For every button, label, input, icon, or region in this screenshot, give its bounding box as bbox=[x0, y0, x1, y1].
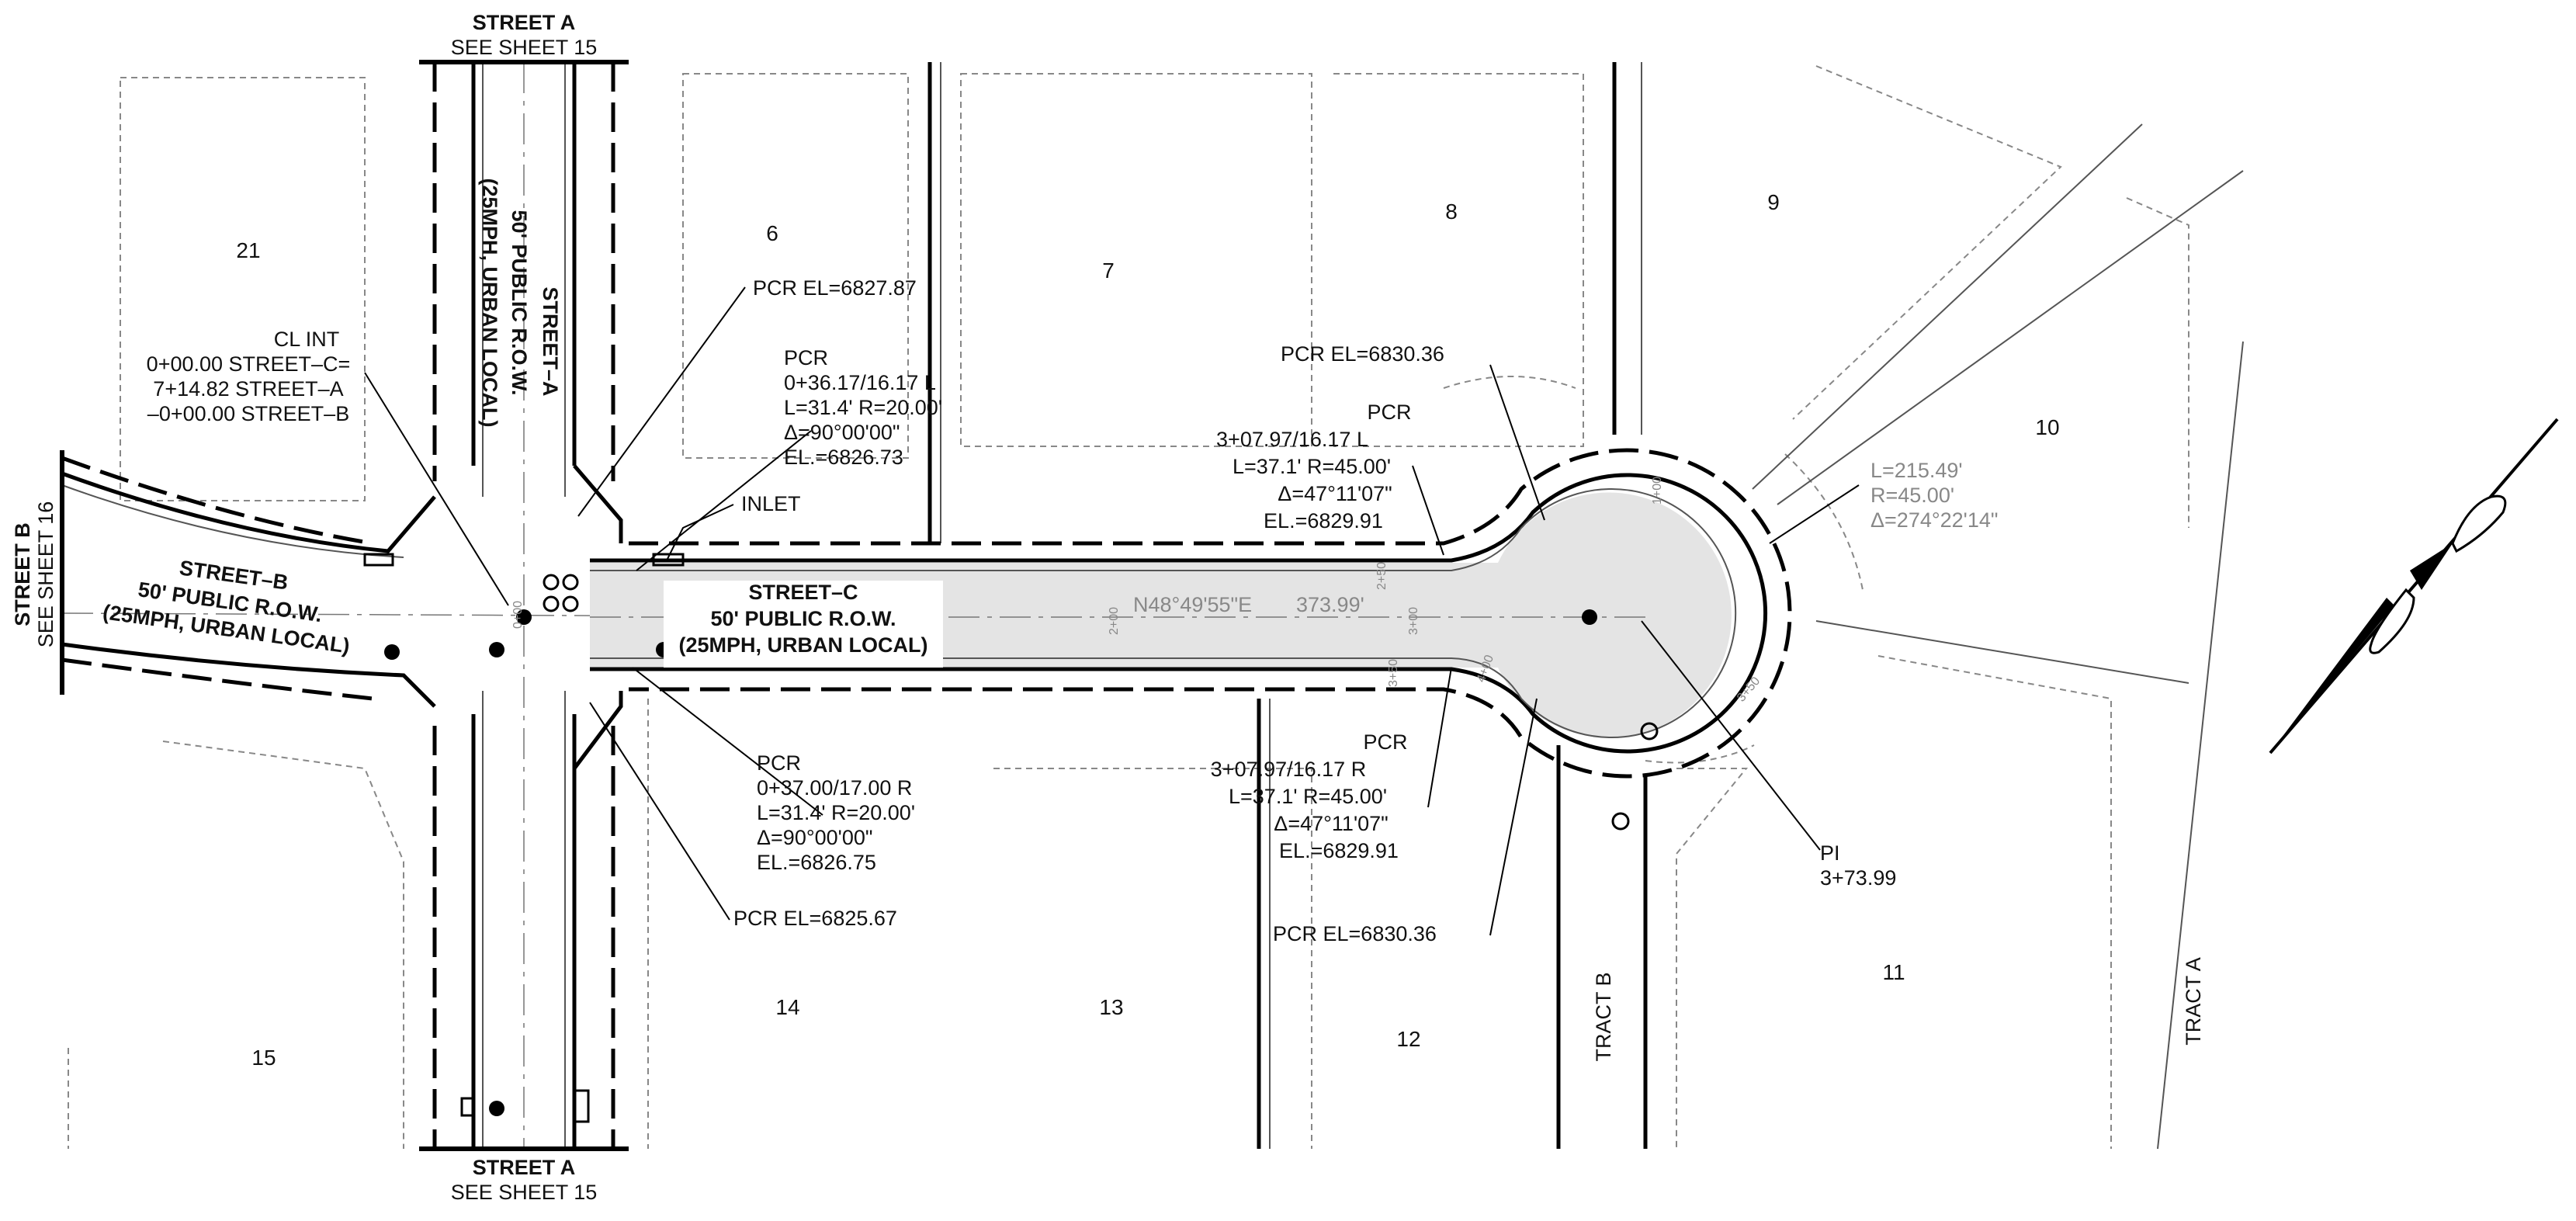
street-a-label-line3: (25MPH, URBAN LOCAL) bbox=[478, 179, 501, 428]
note-line: EL.=6829.91 bbox=[1264, 509, 1383, 532]
street-b-roadway bbox=[60, 450, 917, 708]
note-line: 0+36.17/16.17 L bbox=[784, 371, 936, 394]
station-label: 3+00 bbox=[1407, 607, 1420, 635]
note-line: 0+37.00/17.00 R bbox=[757, 776, 912, 800]
inlet-label: INLET bbox=[741, 492, 801, 515]
note-line: 3+07.97/16.17 L bbox=[1216, 428, 1368, 451]
cl-int-line1: CL INT bbox=[274, 328, 340, 351]
note-line: EL.=6829.91 bbox=[1279, 839, 1399, 862]
lot-number: 13 bbox=[1099, 995, 1123, 1019]
pcr-cul-left-note: PCR 3+07.97/16.17 L L=37.1' R=45.00' Δ=4… bbox=[1216, 401, 1411, 532]
note-line: Δ=90°00'00" bbox=[784, 421, 900, 444]
pcr-bottom-right-label: PCR EL=6830.36 bbox=[1273, 922, 1437, 945]
station-label: 1+00 bbox=[1651, 477, 1664, 505]
station-label: 0+00 bbox=[511, 601, 525, 629]
station-label: 2+00 bbox=[1108, 607, 1121, 635]
curve-data-note: L=215.49' R=45.00' Δ=274°22'14" bbox=[1870, 459, 1998, 532]
note-line: 3+07.97/16.17 R bbox=[1211, 758, 1366, 781]
station-label: 3+50 bbox=[1387, 659, 1400, 687]
inlet-icon bbox=[573, 1089, 590, 1123]
street-a-label-line2: 50' PUBLIC R.O.W. bbox=[508, 210, 531, 396]
street-b-label: STREET–B 50' PUBLIC R.O.W. (25MPH, URBAN… bbox=[101, 556, 351, 657]
pcr-top-right-label: PCR EL=6830.36 bbox=[1281, 342, 1444, 366]
inlets-and-markers bbox=[363, 553, 1659, 1123]
note-line: PI bbox=[1820, 841, 1840, 865]
note-line: R=45.00' bbox=[1870, 484, 1954, 507]
street-a-roadway bbox=[419, 60, 629, 1151]
pcr-cul-right-note: PCR 3+07.97/16.17 R L=37.1' R=45.00' Δ=4… bbox=[1211, 730, 1408, 862]
valve-cluster-icon bbox=[543, 574, 579, 612]
pcr-nw-label: PCR EL=6827.87 bbox=[753, 276, 917, 300]
street-b-side-label: STREET B SEE SHEET 16 bbox=[11, 501, 57, 648]
note-line: L=31.4' R=20.00' bbox=[784, 396, 942, 419]
note-line: Δ=90°00'00" bbox=[757, 826, 872, 849]
inlet-icon bbox=[363, 553, 394, 567]
station-labels: 0+00 2+00 3+00 2+50 1+00 3+50 4+00 3+50 bbox=[511, 477, 1763, 705]
note-line: PCR bbox=[757, 751, 801, 775]
note-line: EL.=6826.73 bbox=[784, 446, 903, 469]
street-a-label-line1: STREET–A bbox=[539, 286, 562, 396]
distance-label: 373.99' bbox=[1296, 593, 1364, 616]
street-a-bottom-ref: SEE SHEET 15 bbox=[451, 1181, 598, 1204]
north-arrow-icon bbox=[2269, 418, 2559, 754]
street-c-label-bg bbox=[664, 581, 943, 668]
lot-number: 10 bbox=[2035, 415, 2059, 439]
lot-number: 7 bbox=[1102, 258, 1115, 283]
pcr-se-curve-note: PCR 0+37.00/17.00 R L=31.4' R=20.00' Δ=9… bbox=[757, 751, 915, 874]
street-b-side-ref: SEE SHEET 16 bbox=[34, 501, 57, 648]
cl-int-line4: –0+00.00 STREET–B bbox=[147, 402, 349, 425]
note-line: L=31.4' R=20.00' bbox=[757, 801, 915, 824]
lot-number: 11 bbox=[1882, 960, 1905, 984]
tract-b-label: TRACT B bbox=[1592, 972, 1615, 1061]
note-line: PCR bbox=[1367, 401, 1411, 424]
lot-number: 14 bbox=[775, 995, 799, 1019]
station-label: 2+50 bbox=[1375, 562, 1389, 590]
note-line: Δ=274°22'14" bbox=[1870, 508, 1998, 532]
lot-number: 9 bbox=[1767, 190, 1780, 214]
note-line: L=37.1' R=45.00' bbox=[1233, 455, 1391, 478]
street-c-label-line1: STREET–C bbox=[748, 581, 858, 604]
street-a-top-ref: SEE SHEET 15 bbox=[451, 36, 598, 59]
lot-number: 12 bbox=[1396, 1027, 1420, 1051]
street-c-label-line2: 50' PUBLIC R.O.W. bbox=[711, 607, 896, 630]
street-b-side-name: STREET B bbox=[11, 522, 34, 626]
inlet-icon bbox=[652, 553, 685, 567]
inlet-icon bbox=[460, 1097, 474, 1117]
note-line: Δ=47°11'07" bbox=[1274, 812, 1388, 835]
lot-lines bbox=[68, 65, 2189, 1149]
cl-int-line2: 0+00.00 STREET–C= bbox=[147, 352, 351, 376]
lot-number: 21 bbox=[236, 238, 260, 262]
pcr-ne-curve-note: PCR 0+36.17/16.17 L L=31.4' R=20.00' Δ=9… bbox=[784, 346, 942, 469]
corridor-lines bbox=[927, 62, 2244, 1150]
street-a-bottom-name: STREET A bbox=[473, 1156, 576, 1179]
tract-a-label: TRACT A bbox=[2182, 957, 2205, 1046]
note-line: PCR bbox=[1363, 730, 1407, 754]
street-a-top-name: STREET A bbox=[473, 11, 576, 34]
note-line: Δ=47°11'07" bbox=[1278, 482, 1392, 505]
note-line: PCR bbox=[784, 346, 828, 369]
note-line: EL.=6826.75 bbox=[757, 851, 876, 874]
note-line: 3+73.99 bbox=[1820, 866, 1896, 890]
lot-number: 6 bbox=[766, 221, 778, 245]
pi-note: PI 3+73.99 bbox=[1820, 841, 1896, 890]
pcr-sw-label: PCR EL=6825.67 bbox=[733, 907, 897, 930]
lot-number: 15 bbox=[251, 1046, 276, 1070]
leader-lines bbox=[364, 286, 1860, 936]
station-label: 3+50 bbox=[1735, 675, 1763, 705]
note-line: L=215.49' bbox=[1870, 459, 1963, 482]
bearing-label: N48°49'55"E bbox=[1133, 593, 1252, 616]
note-line: L=37.1' R=45.00' bbox=[1229, 785, 1387, 808]
cl-int-note: CL INT 0+00.00 STREET–C= 7+14.82 STREET–… bbox=[147, 328, 351, 425]
street-c-label-line3: (25MPH, URBAN LOCAL) bbox=[679, 633, 928, 657]
street-a-label: STREET–A 50' PUBLIC R.O.W. (25MPH, URBAN… bbox=[478, 179, 562, 428]
cl-int-line3: 7+14.82 STREET–A bbox=[153, 377, 343, 401]
lot-number: 8 bbox=[1445, 199, 1458, 224]
